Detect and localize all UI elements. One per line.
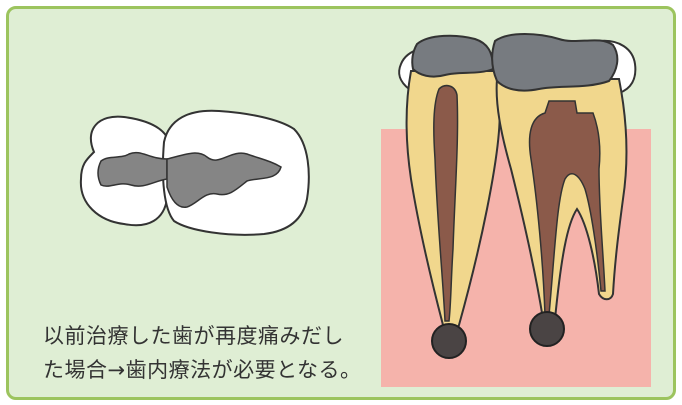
occlusal-teeth-icon [79,109,310,236]
caption: 以前治療した歯が再度痛みだし た場合→歯内療法が必要となる。 [43,319,361,387]
filling-b [166,152,282,208]
caption-line-2: た場合→歯内療法が必要となる。 [43,358,362,382]
dental-illustration [79,33,651,387]
lesion-left [431,323,467,359]
caption-line-1: 以前治療した歯が再度痛みだし [43,324,344,348]
tooth-cross-section-icon [381,33,651,387]
left-tooth-pulp [433,84,459,322]
lesion-right [529,311,565,347]
right-tooth-pulp [528,100,606,316]
filling-a [97,151,168,187]
illustration-panel: 以前治療した歯が再度痛みだし た場合→歯内療法が必要となる。 [6,6,676,400]
crown-left [411,34,495,78]
crown-right [491,33,619,92]
